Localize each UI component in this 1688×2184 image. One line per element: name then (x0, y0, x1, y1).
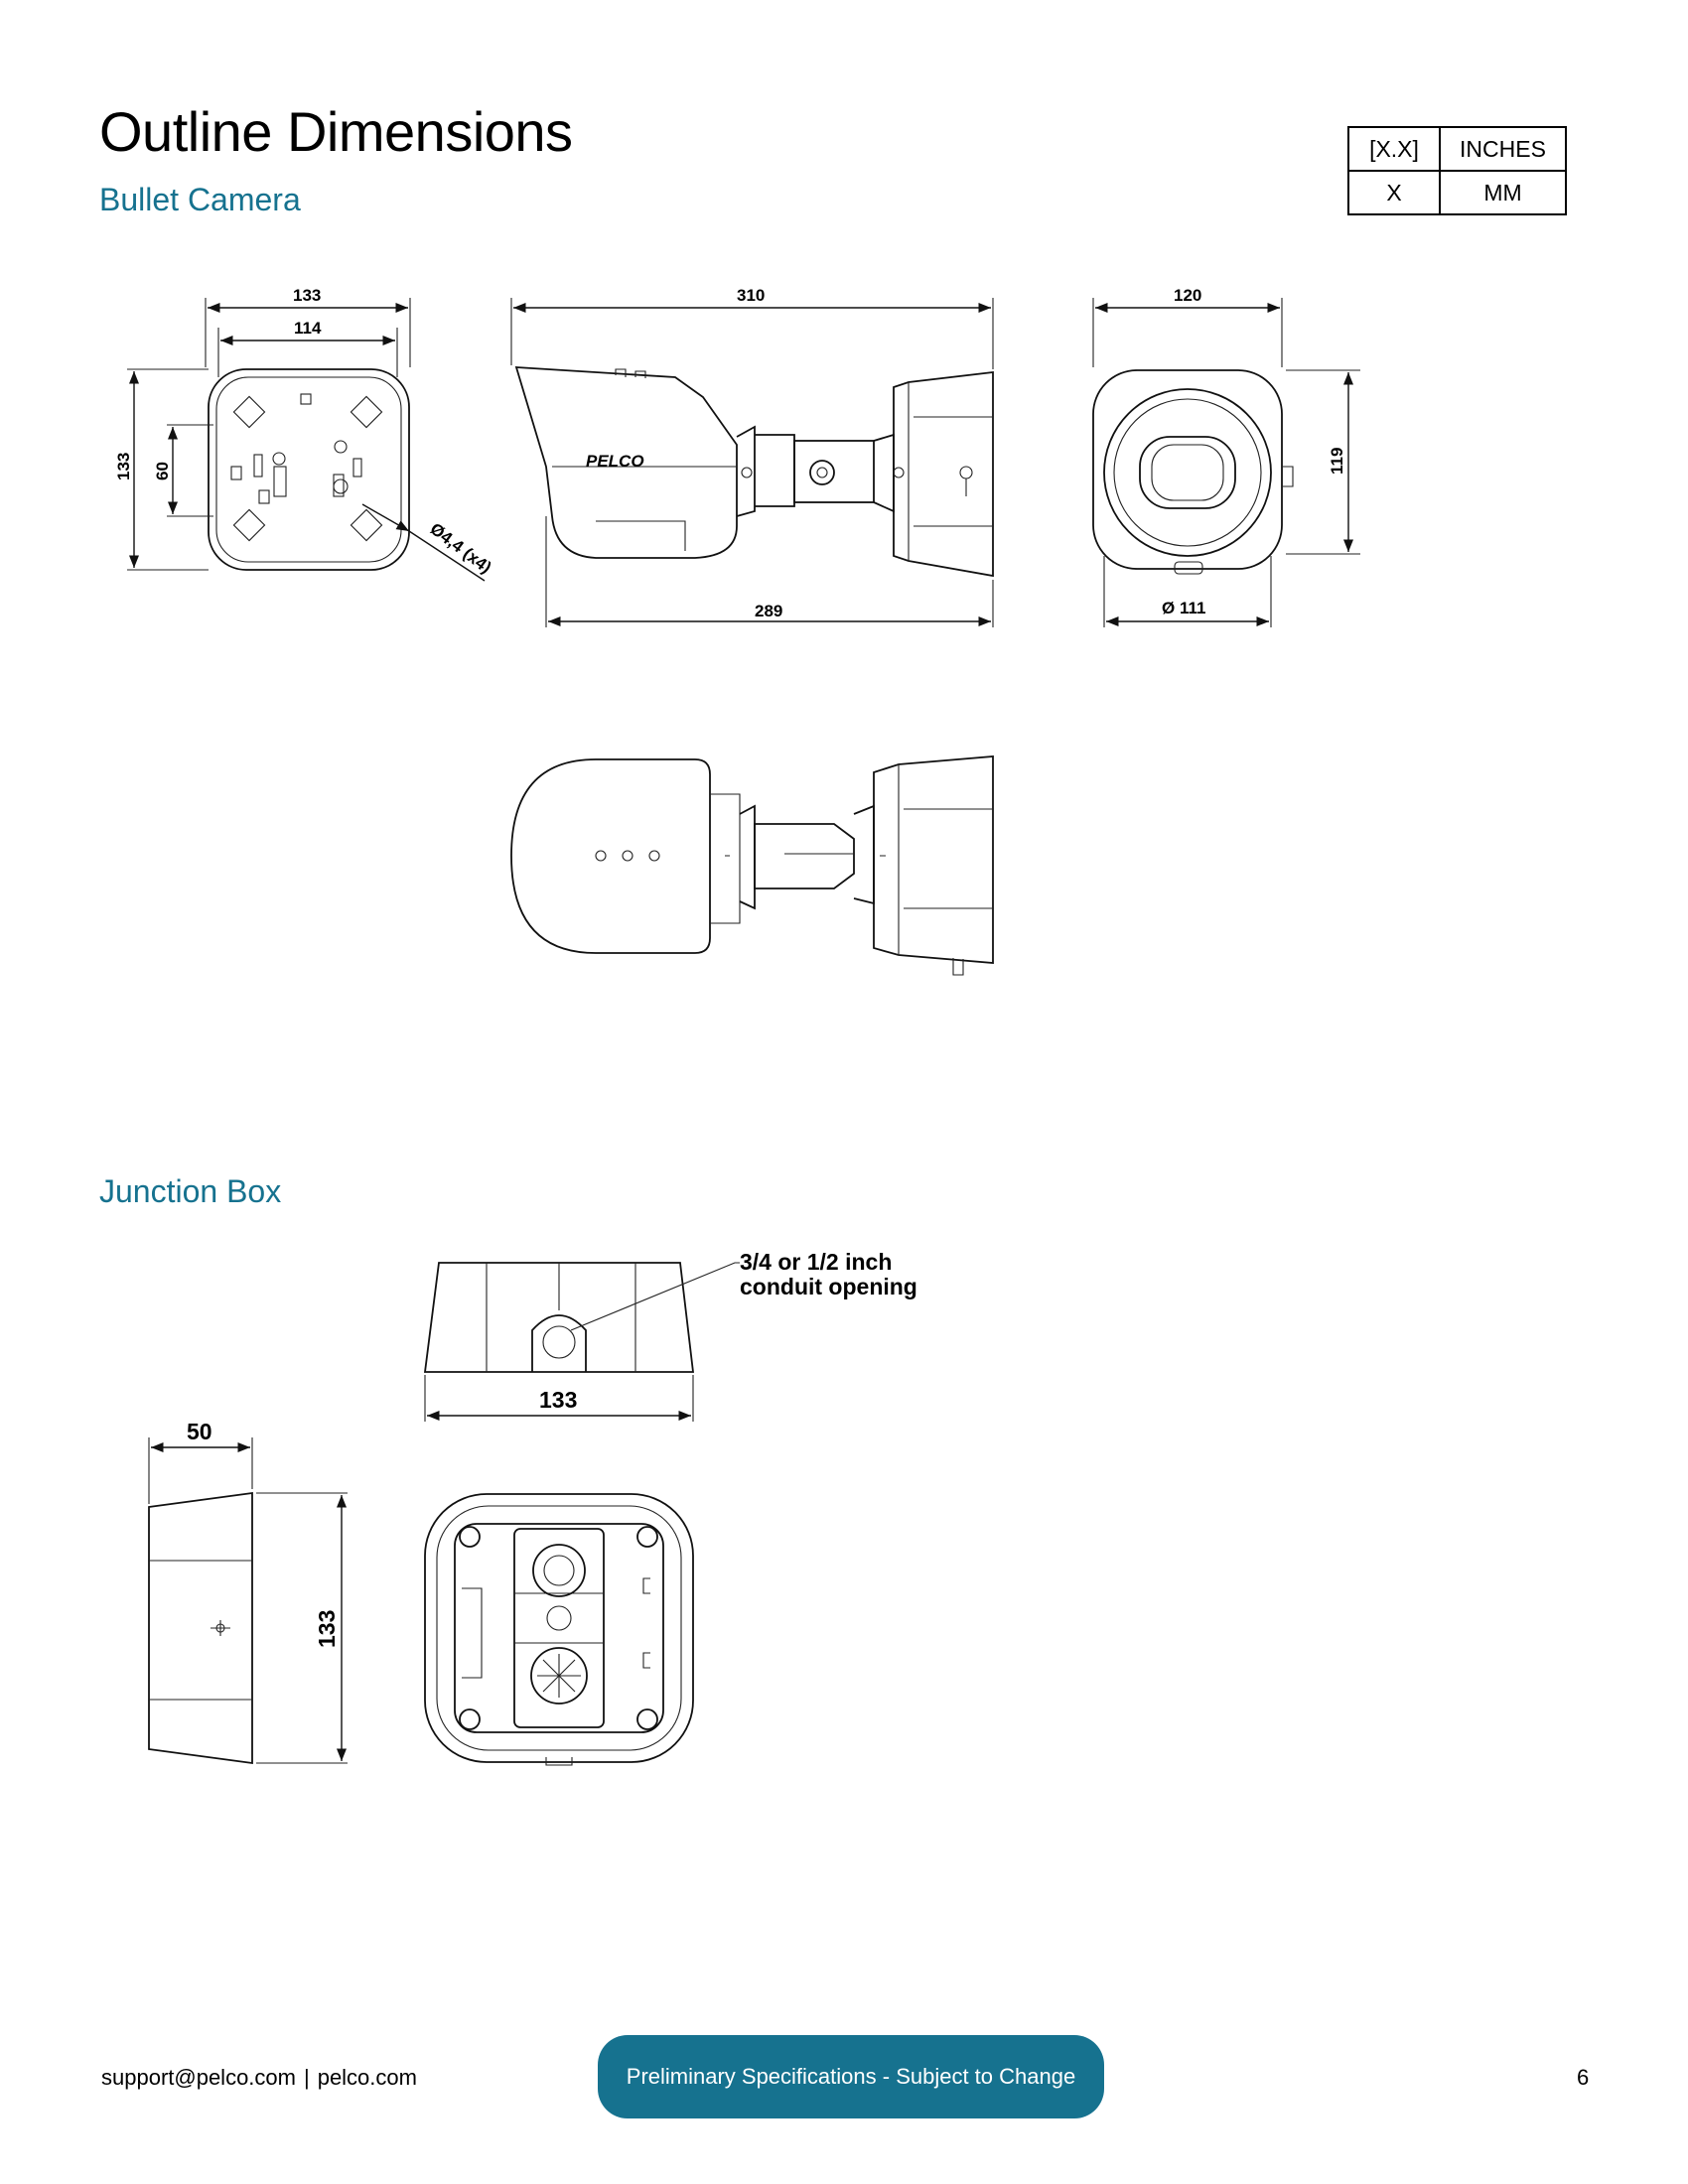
page-title: Outline Dimensions (99, 100, 573, 163)
dim-jb-height: 133 (314, 1610, 340, 1648)
dim-jb-depth: 50 (187, 1419, 212, 1444)
screw-icon (459, 1526, 658, 1730)
preliminary-notice-badge: Preliminary Specifications - Subject to … (598, 2035, 1104, 2118)
junction-box-profile-view: 50 133 (148, 1419, 348, 1765)
units-legend-row: X MM (1347, 170, 1567, 215)
conduit-note-line2: conduit opening (740, 1274, 917, 1299)
bullet-camera-side-view: PELCO 310 289 (510, 286, 994, 627)
units-legend-mm-format: X (1347, 170, 1441, 215)
mounting-hole-icon (232, 395, 383, 542)
dim-front-height-outer: 133 (114, 453, 133, 480)
units-legend-mm-label: MM (1439, 170, 1567, 215)
footer-contact: support@pelco.com | pelco.com (101, 2065, 417, 2091)
preliminary-notice-text: Preliminary Specifications - Subject to … (626, 2064, 1076, 2089)
section-heading-bullet-camera: Bullet Camera (99, 182, 301, 217)
brand-mark-text: PELCO (586, 452, 644, 471)
dim-front-width-inner: 114 (294, 319, 322, 338)
bullet-camera-end-view: 120 119 Ø 111 (1092, 286, 1360, 627)
junction-box-side-view: 3/4 or 1/2 inch conduit opening 133 (423, 1249, 917, 1422)
footer-separator: | (303, 2065, 310, 2090)
footer-email-link[interactable]: support@pelco.com (101, 2065, 296, 2090)
dim-end-height: 119 (1328, 448, 1346, 475)
dim-end-width: 120 (1174, 286, 1201, 305)
dim-side-length-top: 310 (737, 286, 765, 305)
bullet-camera-top-view (510, 755, 994, 976)
dim-side-length-bottom: 289 (755, 602, 782, 620)
hole-callout-label: Ø4,4 (x4) (427, 519, 495, 577)
dim-front-height-inner: 60 (153, 462, 172, 480)
dim-front-width-outer: 133 (293, 286, 321, 305)
units-legend-inches-format: [X.X] (1347, 126, 1441, 172)
junction-box-front-view (424, 1493, 694, 1766)
units-legend-row: [X.X] INCHES (1347, 126, 1567, 172)
dim-end-diameter: Ø 111 (1162, 599, 1205, 617)
units-legend-table: [X.X] INCHES X MM (1347, 126, 1567, 215)
dim-jb-width: 133 (539, 1387, 577, 1413)
units-legend-inches-label: INCHES (1439, 126, 1567, 172)
section-heading-junction-box: Junction Box (99, 1173, 282, 1209)
page-number: 6 (1577, 2065, 1590, 2090)
bullet-camera-base-view: Ø4,4 (x4) 133 114 133 60 (114, 286, 495, 582)
conduit-note-line1: 3/4 or 1/2 inch (740, 1249, 892, 1275)
footer-website-link[interactable]: pelco.com (317, 2065, 417, 2090)
